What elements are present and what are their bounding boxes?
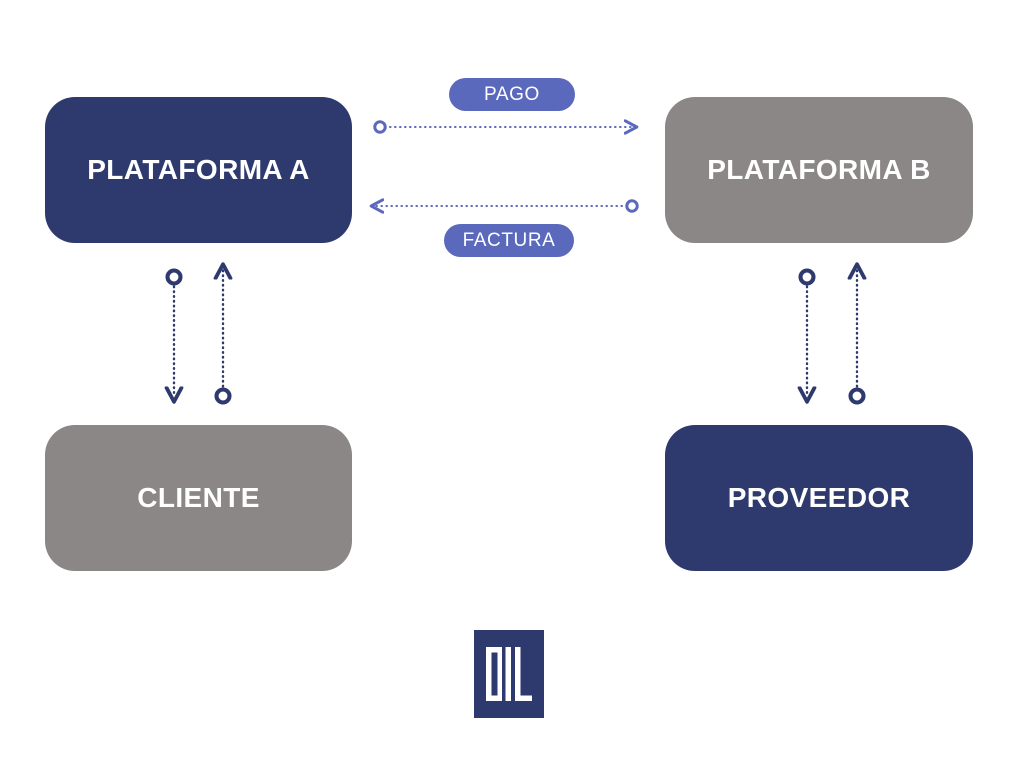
node-label-cliente: CLIENTE — [137, 481, 260, 513]
node-plataforma-a[interactable]: PLATAFORMA A — [45, 97, 352, 243]
edge-label-pago[interactable]: PAGO — [449, 78, 575, 111]
node-proveedor[interactable]: PROVEEDOR — [665, 425, 973, 571]
wl-monogram-logo — [474, 630, 544, 718]
node-label-proveedor: PROVEEDOR — [727, 481, 911, 513]
node-plataforma-b[interactable]: PLATAFORMA B — [665, 97, 973, 243]
node-cliente[interactable]: CLIENTE — [45, 425, 352, 571]
edge-label-factura[interactable]: FACTURA — [444, 224, 574, 257]
node-label-plataforma-b: PLATAFORMA B — [707, 153, 931, 185]
edge-label-pago-text: PAGO — [484, 83, 540, 105]
edge-label-factura-text: FACTURA — [462, 229, 556, 251]
wl-monogram-icon — [486, 647, 532, 701]
node-label-plataforma-a: PLATAFORMA A — [87, 153, 310, 185]
